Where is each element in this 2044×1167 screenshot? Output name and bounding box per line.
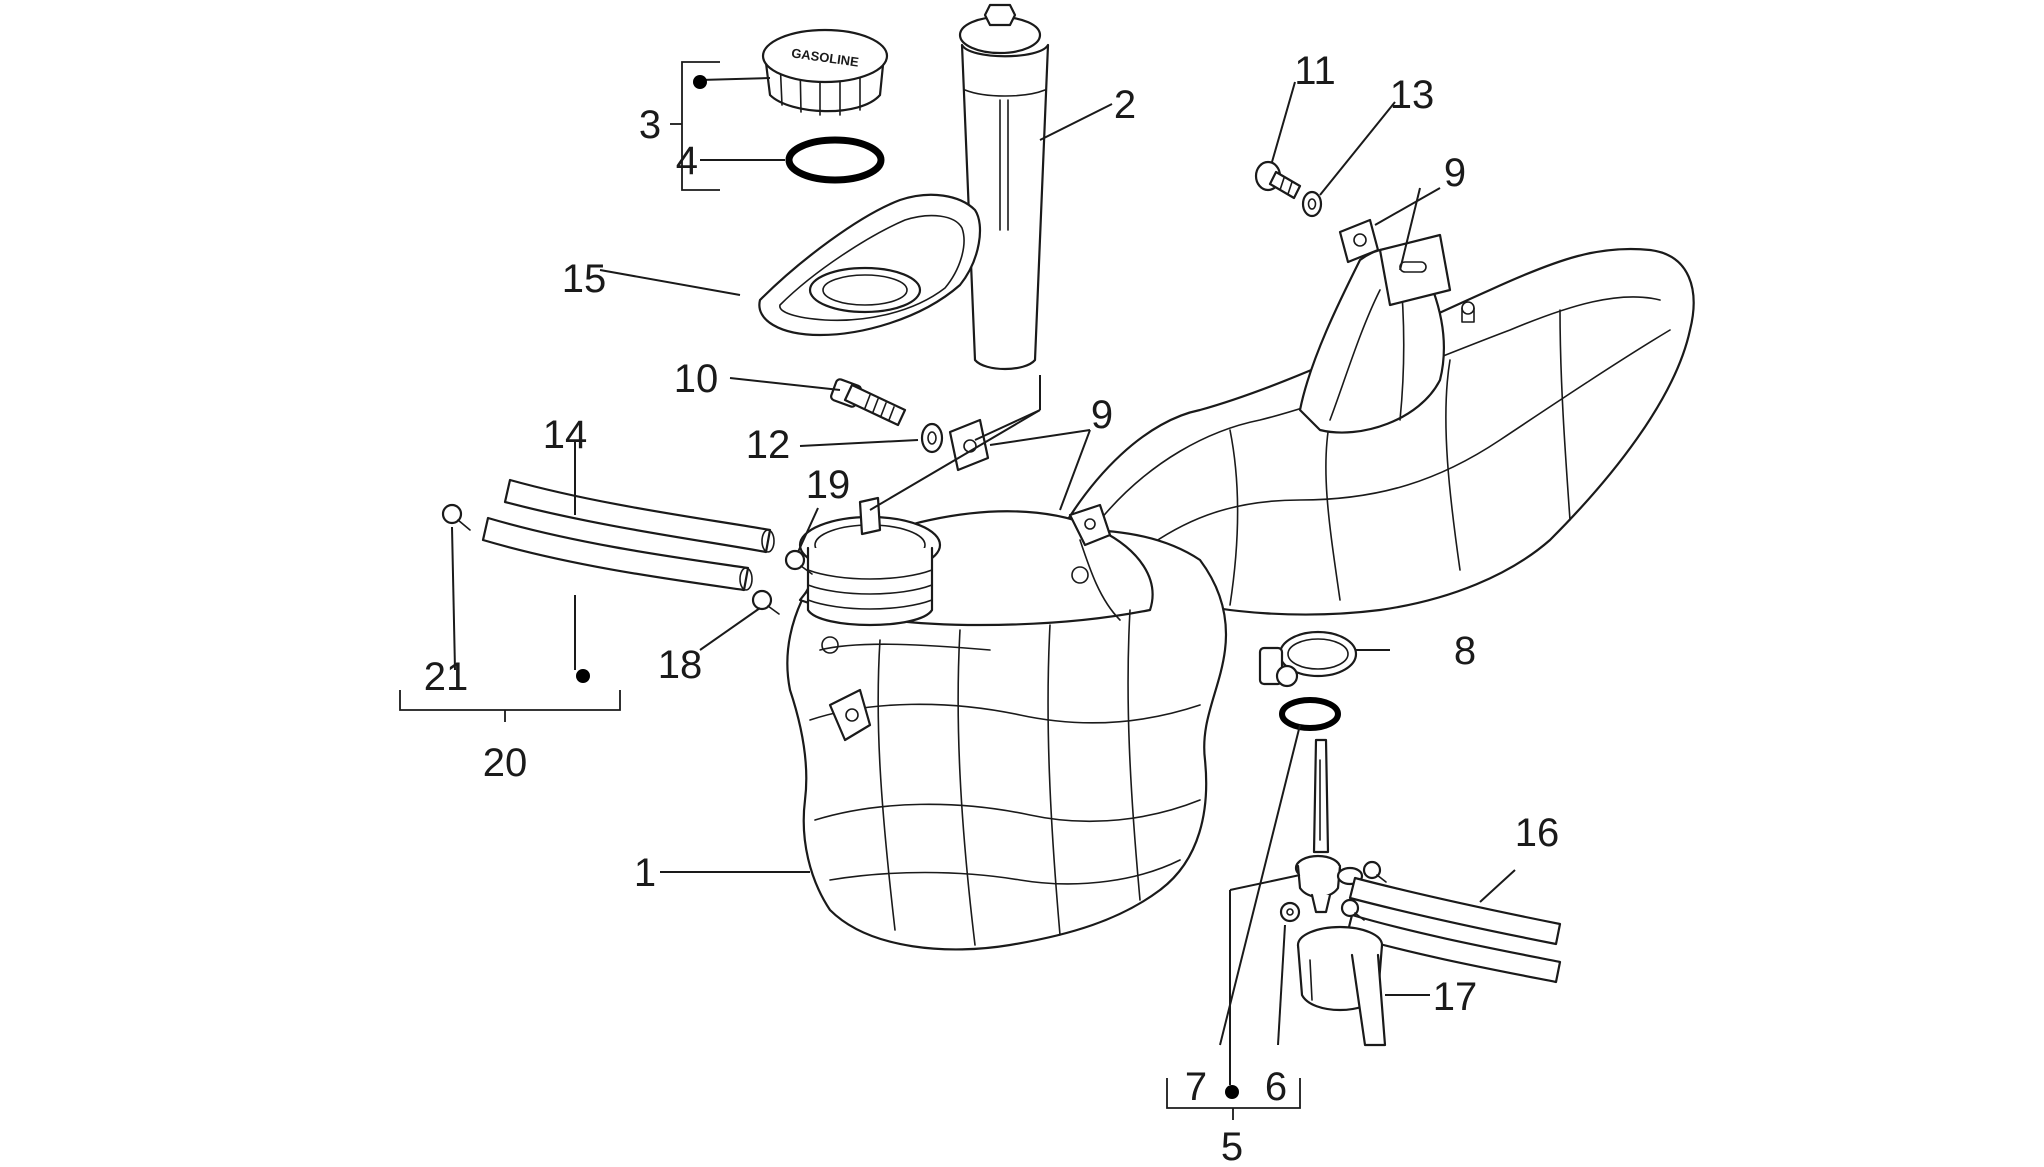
hose-clip-21 xyxy=(441,503,471,531)
callout-11: 11 xyxy=(1294,49,1336,93)
fuel-tank xyxy=(786,233,1695,951)
callout-15: 15 xyxy=(562,257,607,301)
clamp-band xyxy=(1258,630,1358,688)
callout-12: 12 xyxy=(746,423,791,467)
callout-7: 7 xyxy=(1185,1065,1207,1109)
cap-seal-ring xyxy=(785,136,885,184)
fuel-level-sender xyxy=(958,3,1050,370)
callout-18: 18 xyxy=(658,643,703,687)
hose-clip-19 xyxy=(784,549,813,575)
mount-bolt xyxy=(830,378,907,427)
fuel-cap: GASOLINE xyxy=(761,28,889,116)
petcock-screw xyxy=(1279,901,1301,923)
filler-tray xyxy=(758,193,982,337)
spacer-plate-upper xyxy=(1338,218,1380,264)
callout-6: 6 xyxy=(1265,1065,1287,1109)
bracket-5-dot xyxy=(1225,1085,1239,1099)
leader-lines xyxy=(451,77,1516,1085)
callout-4: 4 xyxy=(676,139,698,183)
callout-19: 19 xyxy=(806,463,851,507)
callout-8: 8 xyxy=(1454,629,1476,673)
petcock-holder xyxy=(1296,925,1387,1047)
callout-17: 17 xyxy=(1433,975,1478,1019)
bracket-3-dot xyxy=(693,75,707,89)
callout-3: 3 xyxy=(639,103,661,147)
group-bracket-5 xyxy=(1166,1078,1301,1120)
fuel-petcock xyxy=(1294,738,1364,914)
callout-13: 13 xyxy=(1390,73,1435,117)
bracket-20-dot xyxy=(576,669,590,683)
petcock-o-ring xyxy=(1279,697,1341,731)
callout-14: 14 xyxy=(543,413,588,457)
callout-10: 10 xyxy=(674,357,719,401)
screw-11 xyxy=(1254,160,1302,200)
callout-9-upper: 9 xyxy=(1444,151,1466,195)
callout-5: 5 xyxy=(1221,1125,1243,1167)
washer-12 xyxy=(920,422,944,454)
breather-hose xyxy=(481,478,775,592)
callout-numbers: 1 2 3 4 5 6 7 8 9 9 10 11 12 13 14 15 16… xyxy=(424,49,1560,1167)
callout-1: 1 xyxy=(634,851,656,895)
callout-20: 20 xyxy=(483,741,528,785)
hose-clip-18 xyxy=(751,589,780,615)
callout-21: 21 xyxy=(424,655,469,699)
group-bracket-20 xyxy=(399,669,621,722)
callout-2: 2 xyxy=(1114,83,1136,127)
callout-16: 16 xyxy=(1515,811,1560,855)
washer-13 xyxy=(1301,190,1323,218)
fuel-hoses xyxy=(1340,860,1562,984)
callout-9-lower: 9 xyxy=(1091,393,1113,437)
group-bracket-3 xyxy=(670,61,720,191)
